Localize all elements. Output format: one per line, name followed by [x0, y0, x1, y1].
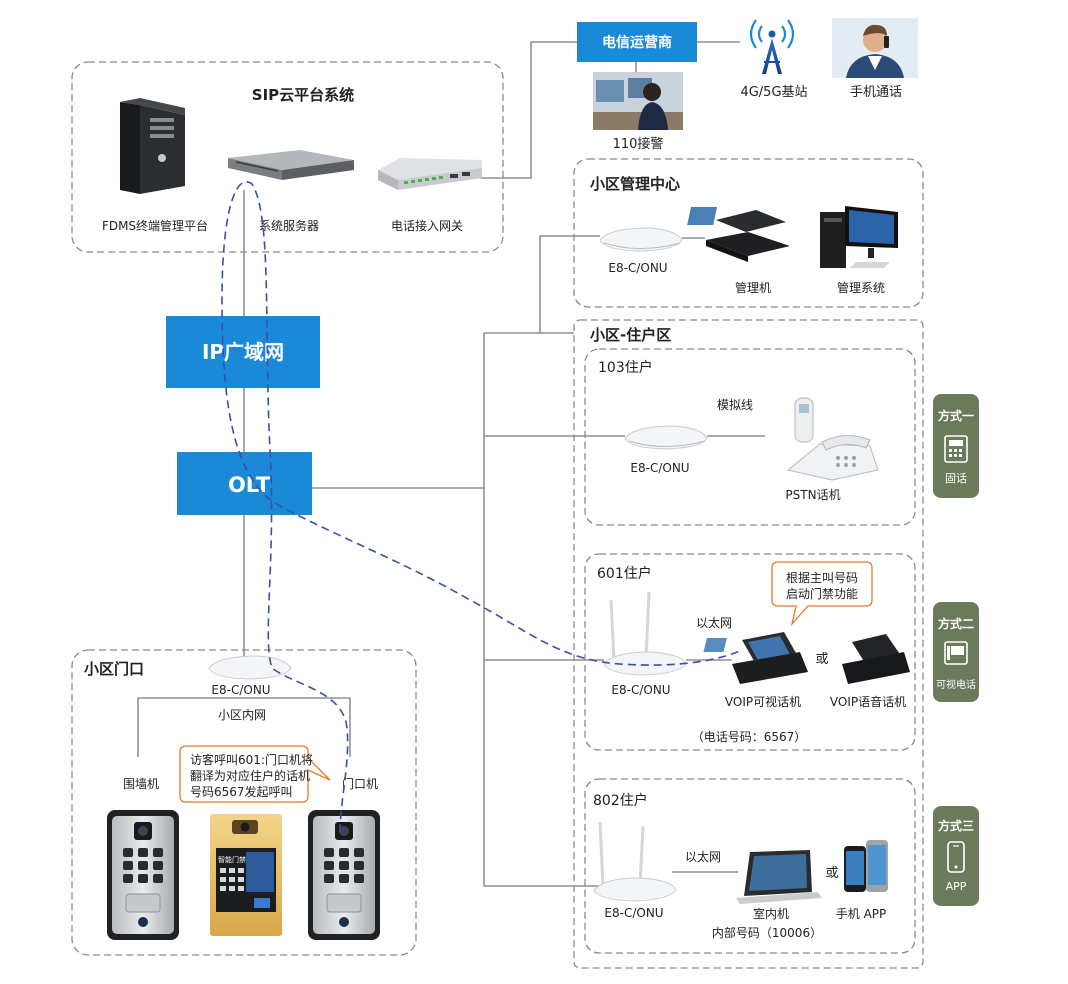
- unit-802-or-label: 或: [825, 866, 838, 881]
- system-server-label: 系统服务器: [259, 218, 319, 233]
- landline-phone-icon: [944, 435, 968, 463]
- door-phone-panel: 智能门禁: [210, 814, 282, 936]
- mobile-app-icon: [844, 840, 888, 892]
- tower-server-icon: [120, 98, 185, 194]
- call-signal-path: [221, 181, 743, 833]
- sip-cloud-group: [71, 61, 504, 253]
- base-station-label: 4G/5G基站: [740, 85, 807, 100]
- telecom-operator-label: 电信运营商: [602, 34, 672, 51]
- method-3-caption: APP: [946, 880, 967, 893]
- unit-601-or-label: 或: [815, 652, 828, 667]
- analog-line-label: 模拟线: [717, 398, 753, 412]
- police-operator-photo: [593, 72, 683, 130]
- residential-area-group: [573, 319, 924, 969]
- unit-601-onu-label: E8-C/ONU: [611, 683, 670, 697]
- door-unit-label: 门口机: [342, 776, 378, 791]
- method-2-caption: 可视电话: [936, 678, 976, 691]
- voip-voice-phone-icon: [703, 634, 910, 684]
- unit-802-title: 802住户: [593, 792, 648, 809]
- sip-cloud-title: SIP云平台系统: [252, 86, 354, 104]
- mobile-call-label: 手机通话: [850, 85, 902, 100]
- olt-label: OLT: [228, 473, 271, 497]
- video-phone-icon: [944, 641, 968, 665]
- mobile-app-label: 手机 APP: [836, 907, 887, 921]
- door-intercom-unit: [308, 810, 380, 940]
- voip-voice-label: VOIP语音话机: [830, 694, 906, 709]
- phone-number-label: （电话号码：6567）: [692, 730, 807, 744]
- voip-video-phone-icon: [732, 632, 808, 684]
- wifi-router-icon: [603, 591, 687, 676]
- cell-tower-icon: [749, 19, 795, 74]
- voip-video-label: VOIP可视话机: [725, 694, 801, 709]
- callout-gate-line1: 访客呼叫601:门口机将: [190, 752, 313, 767]
- unit-103-onu-label: E8-C/ONU: [630, 461, 689, 475]
- wifi-router-icon: [593, 821, 677, 902]
- method-1-caption: 固话: [945, 472, 967, 485]
- indoor-monitor-icon: [736, 850, 822, 904]
- fdms-label: FDMS终端管理平台: [102, 218, 208, 233]
- callout-gate-line2: 翻译为对应住户的话机: [190, 768, 310, 783]
- pstn-label: PSTN话机: [785, 488, 840, 502]
- smartphone-icon: [947, 841, 965, 873]
- unit-601-ethernet-label: 以太网: [696, 615, 732, 630]
- phone-gateway-icon: [378, 158, 482, 190]
- side-tab-method-1: 方式一 固话: [933, 394, 979, 498]
- management-center-title: 小区管理中心: [590, 175, 680, 193]
- callout-601-line2: 启动门禁功能: [786, 586, 858, 601]
- pstn-phone-icon: [786, 397, 879, 481]
- wall-intercom-unit: [107, 810, 179, 940]
- gate-lan-label: 小区内网: [218, 708, 266, 722]
- method-2-title: 方式二: [938, 616, 974, 631]
- mgmt-onu-label: E8-C/ONU: [608, 261, 667, 275]
- rack-server-icon: [228, 150, 354, 180]
- ip-wan-label: IP广域网: [202, 340, 284, 364]
- management-pc-icon: [820, 206, 898, 268]
- onu-router-icon: [208, 655, 292, 680]
- side-tab-method-3: 方式三 APP: [933, 806, 979, 906]
- unit-103-title: 103住户: [598, 359, 653, 376]
- ip-wan-box: [166, 316, 320, 388]
- onu-router-icon: [599, 227, 683, 252]
- callout-gate-line3: 号码6567发起呼叫: [190, 784, 293, 799]
- residential-title: 小区-住户区: [590, 326, 671, 344]
- unit-802-ethernet-label: 以太网: [685, 849, 721, 864]
- callout-bubble-gate: [179, 745, 331, 803]
- side-tab-method-2: 方式二 可视电话: [933, 602, 979, 702]
- olt-box: [177, 452, 312, 515]
- method-1-title: 方式一: [938, 408, 974, 423]
- unit-601-title: 601住户: [597, 565, 652, 582]
- police-label: 110接警: [613, 136, 664, 152]
- callout-bubble-601: [771, 561, 873, 627]
- management-center-group: [573, 158, 924, 308]
- manager-phone-icon: [687, 207, 790, 262]
- unit-802-onu-label: E8-C/ONU: [604, 906, 663, 920]
- door-panel-screen-text: 智能门禁: [218, 855, 246, 864]
- unit-601-group: [584, 553, 916, 751]
- callout-601-line1: 根据主叫号码: [786, 571, 858, 585]
- onu-router-icon: [624, 425, 708, 450]
- telecom-operator-box: [577, 22, 697, 62]
- unit-802-group: [584, 778, 916, 954]
- wall-unit-label: 围墙机: [123, 777, 159, 791]
- gate-group: [71, 649, 417, 956]
- method-3-title: 方式三: [938, 818, 974, 833]
- phone-gateway-label: 电话接入网关: [391, 218, 463, 233]
- manager-phone-label: 管理机: [735, 280, 771, 295]
- gate-onu-label: E8-C/ONU: [211, 683, 270, 697]
- management-system-label: 管理系统: [837, 280, 885, 295]
- mobile-caller-photo: [832, 18, 918, 78]
- indoor-number-label: 内部号码（10006）: [712, 925, 822, 940]
- connection-lines: [137, 41, 765, 887]
- unit-103-group: [584, 348, 916, 526]
- gate-title: 小区门口: [84, 660, 144, 678]
- indoor-unit-label: 室内机: [753, 906, 789, 921]
